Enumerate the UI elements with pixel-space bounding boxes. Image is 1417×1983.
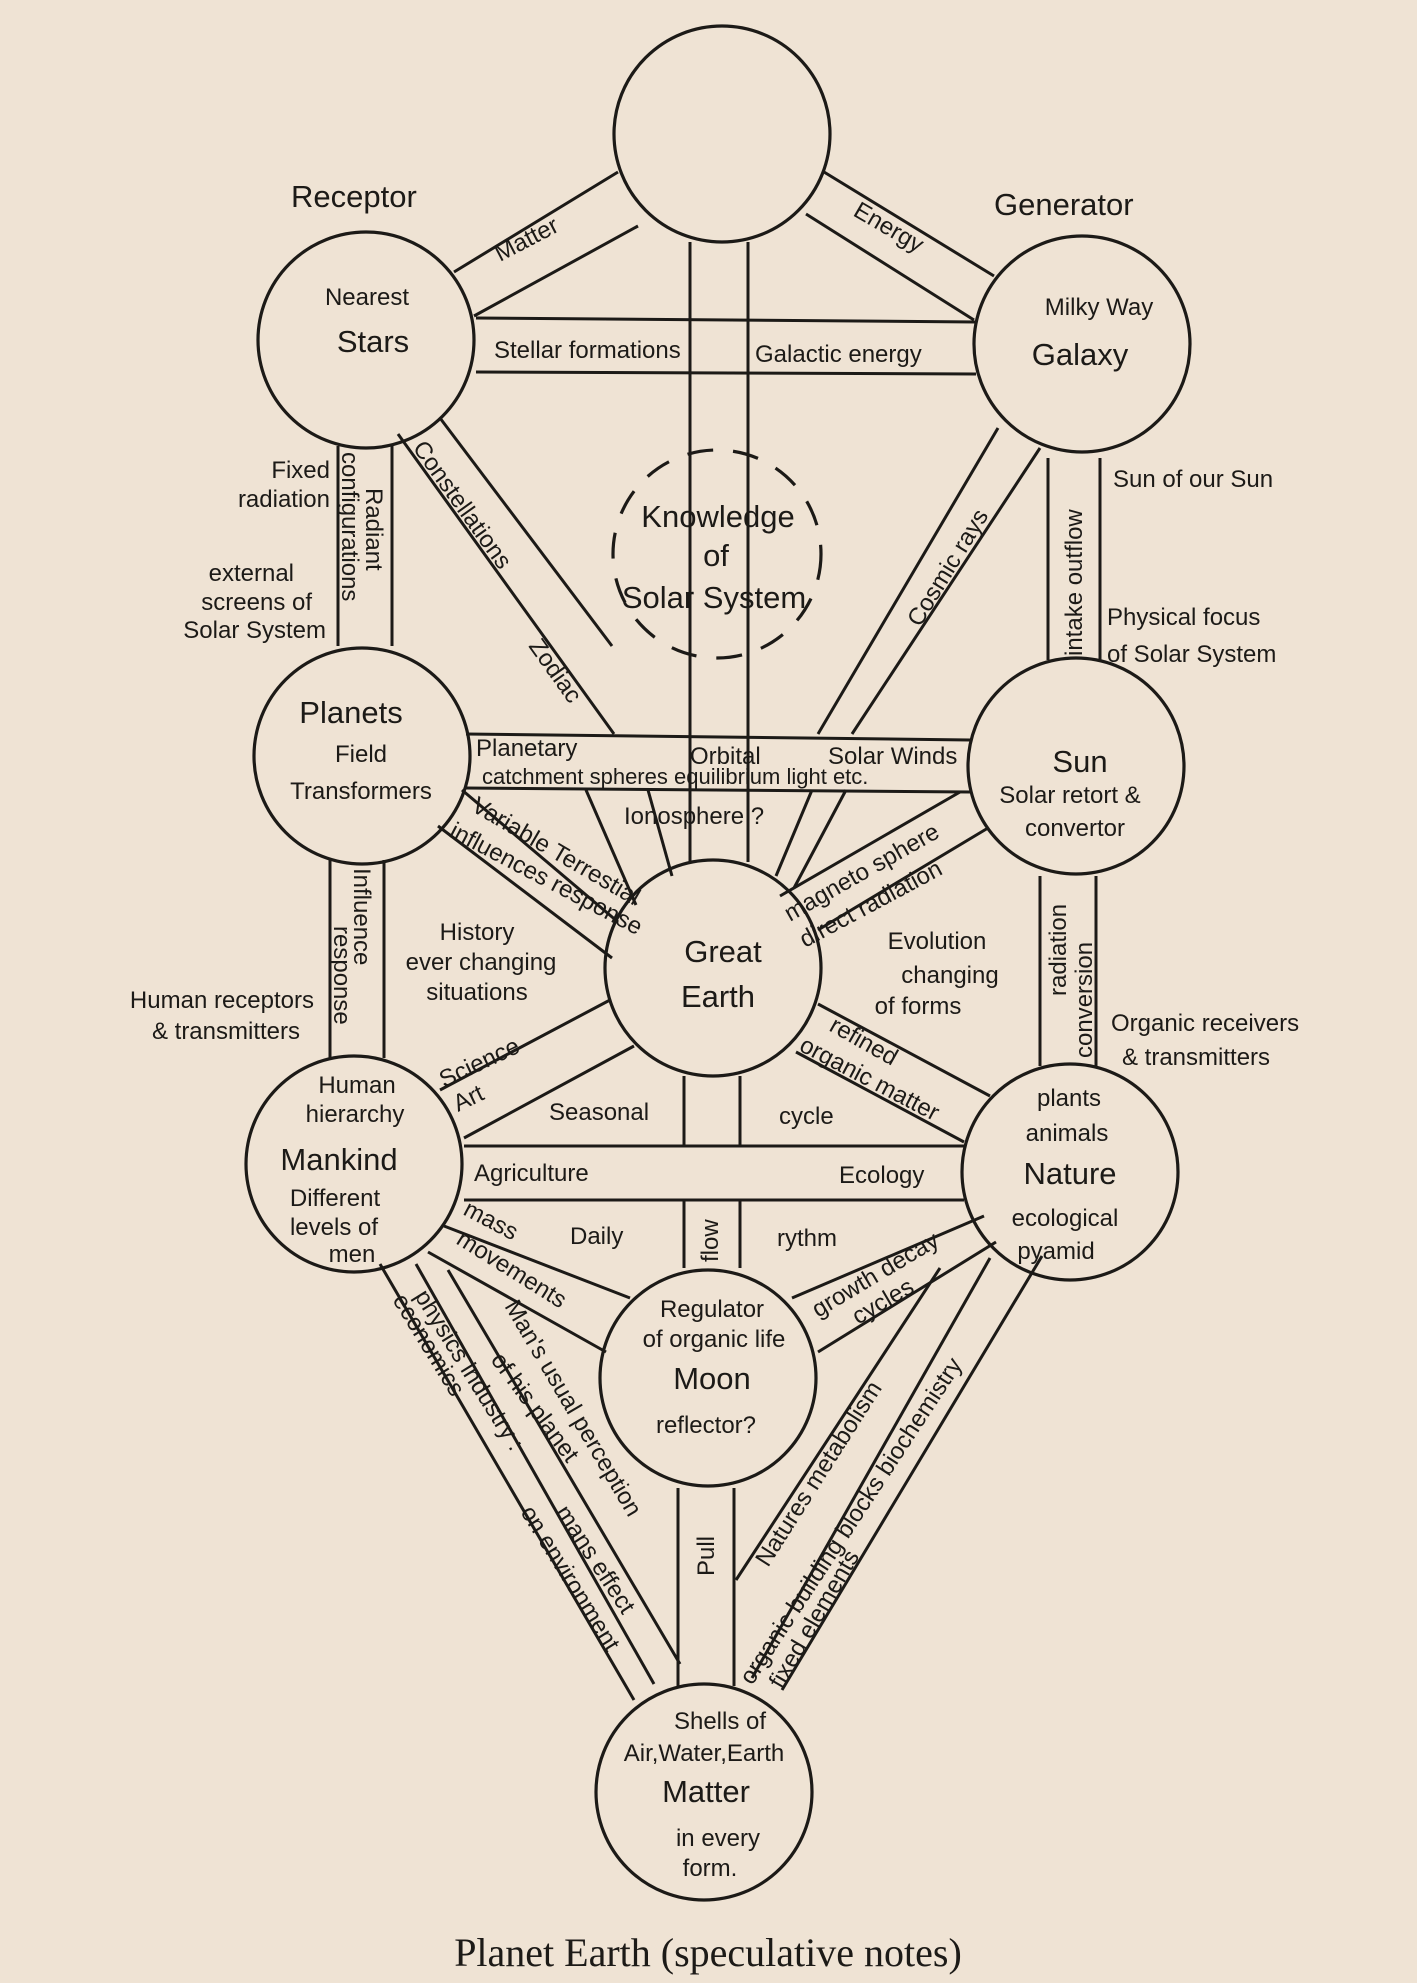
path-label-radiant-1: Radiant	[360, 488, 387, 571]
node-galaxy	[972, 234, 1192, 454]
fixed-radiation-2: radiation	[238, 486, 330, 513]
earth-label-2: Earth	[681, 979, 755, 1014]
path-label-catchment: catchment spheres equilibrium light etc.	[482, 764, 868, 789]
stars-label-2: Stars	[337, 324, 409, 359]
generator-label: Generator	[994, 187, 1134, 222]
path-label-radiant-2: configurations	[336, 452, 363, 601]
path-label-galactic: Galactic energy	[755, 341, 922, 368]
sun-label-1: Sun	[1052, 744, 1107, 779]
path-label-seasonal: Seasonal	[549, 1099, 649, 1126]
path-label-pull: Pull	[693, 1536, 720, 1576]
node-circles	[244, 24, 1192, 1902]
mankind-label-3: Mankind	[280, 1142, 397, 1177]
nature-label-1: plants	[1037, 1085, 1101, 1112]
path-label-agriculture: Agriculture	[474, 1160, 589, 1187]
moon-label-3: Moon	[673, 1361, 751, 1396]
mankind-label-5: levels of	[290, 1214, 378, 1241]
matter-label-5: form.	[683, 1855, 738, 1882]
external-screens-3: Solar System	[183, 617, 326, 644]
planets-label-3: Transformers	[290, 778, 432, 805]
external-screens-2: screens of	[201, 589, 312, 616]
node-matter	[594, 1682, 814, 1902]
fixed-radiation-1: Fixed	[271, 457, 330, 484]
path-label-influence-1: Influence	[348, 868, 375, 965]
mankind-label-1: Human	[318, 1072, 395, 1099]
organic-receivers-1: Organic receivers	[1111, 1010, 1299, 1037]
path-label-daily: Daily	[570, 1223, 623, 1250]
matter-label-3: Matter	[662, 1774, 750, 1809]
sun-label-2: Solar retort &	[999, 782, 1140, 809]
sun-of-sun-label: Sun of our Sun	[1113, 466, 1273, 493]
path-label-history-2: ever changing	[406, 949, 557, 976]
node-stars	[256, 230, 476, 450]
path-label-matter: Matter	[490, 212, 563, 267]
node-nature	[960, 1062, 1180, 1282]
stars-label-1: Nearest	[325, 284, 409, 311]
galaxy-label-2: Galaxy	[1032, 337, 1129, 372]
knowledge-label-3: Solar System	[622, 580, 806, 615]
path-label-planetary: Planetary	[476, 735, 577, 762]
path-label-constellations: Constellations	[407, 436, 517, 574]
receptor-label: Receptor	[291, 179, 417, 214]
path-label-evolution-3: of forms	[875, 993, 962, 1020]
nature-label-3: Nature	[1023, 1156, 1116, 1191]
organic-receivers-2: & transmitters	[1122, 1044, 1270, 1071]
knowledge-label-2: of	[703, 538, 729, 573]
matter-label-1: Shells of	[674, 1708, 766, 1735]
path-label-orbital: Orbital	[690, 743, 761, 770]
connecting-paths	[328, 170, 1102, 1701]
node-moon	[598, 1268, 818, 1488]
external-screens-1: external	[209, 560, 294, 587]
physical-focus-2: of Solar System	[1107, 641, 1276, 668]
mankind-label-6: men	[329, 1241, 376, 1268]
figure-caption: Planet Earth (speculative notes)	[454, 1930, 962, 1975]
node-earth	[603, 858, 823, 1078]
node-planets	[252, 646, 472, 866]
planets-label-1: Planets	[299, 695, 402, 730]
knowledge-label-1: Knowledge	[641, 499, 794, 534]
nature-label-4: ecological	[1012, 1205, 1119, 1232]
galaxy-label-1: Milky Way	[1045, 294, 1153, 321]
physical-focus-1: Physical focus	[1107, 604, 1260, 631]
path-label-zodiac: Zodiac	[523, 634, 587, 708]
moon-label-1: Regulator	[660, 1296, 764, 1323]
path-label-evolution-1: Evolution	[888, 928, 987, 955]
path-label-influence-2: response	[328, 926, 355, 1025]
path-label-history-1: History	[440, 919, 515, 946]
human-receptors-1: Human receptors	[130, 987, 314, 1014]
path-label-stellar: Stellar formations	[494, 337, 681, 364]
planets-label-2: Field	[335, 741, 387, 768]
path-label-flow: flow	[697, 1219, 724, 1262]
path-label-evolution-2: changing	[901, 962, 998, 989]
node-sun	[966, 656, 1186, 876]
path-label-cycle: cycle	[779, 1103, 834, 1130]
path-label-science: Science	[435, 1033, 524, 1094]
moon-label-2: of organic life	[643, 1326, 786, 1353]
path-label-intake: intake outflow	[1061, 509, 1088, 656]
path-label-solar-winds: Solar Winds	[828, 743, 957, 770]
mankind-label-4: Different	[290, 1185, 381, 1212]
human-receptors-2: & transmitters	[152, 1018, 300, 1045]
path-label-ionosphere: Ionosphere ?	[624, 803, 764, 830]
sun-label-3: convertor	[1025, 815, 1125, 842]
path-label-history-3: situations	[426, 979, 527, 1006]
path-label-ecology: Ecology	[839, 1162, 924, 1189]
path-label-rythm: rythm	[777, 1225, 837, 1252]
nature-label-5: pyamid	[1017, 1238, 1094, 1265]
matter-label-4: in every	[676, 1825, 760, 1852]
node-mankind	[244, 1054, 464, 1274]
nature-label-2: animals	[1026, 1120, 1109, 1147]
path-label-radiation-1: radiation	[1045, 904, 1072, 996]
matter-label-2: Air,Water,Earth	[624, 1740, 785, 1767]
mankind-label-2: hierarchy	[306, 1101, 405, 1128]
earth-label-1: Great	[684, 934, 762, 969]
moon-label-4: reflector?	[656, 1412, 756, 1439]
node-top	[612, 24, 832, 244]
path-label-radiation-2: conversion	[1071, 942, 1098, 1058]
side-labels: Receptor Generator Fixed radiation exter…	[130, 179, 1299, 1071]
node-knowledge	[611, 448, 823, 660]
node-texts: Nearest Stars Milky Way Galaxy Knowledge…	[280, 284, 1153, 1882]
